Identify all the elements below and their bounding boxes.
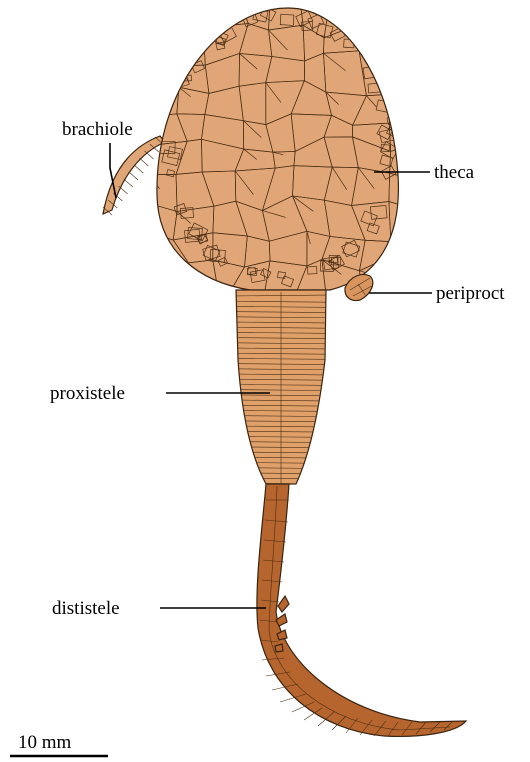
scale-bar-label: 10 mm bbox=[18, 732, 72, 753]
brachiole-label: brachiole bbox=[62, 119, 133, 140]
theca-plate bbox=[382, 26, 423, 61]
theca-plate-suture bbox=[150, 291, 159, 304]
theca-plate bbox=[150, 58, 179, 87]
scale-bar: 10 mm bbox=[10, 732, 108, 756]
theca-plate bbox=[388, 285, 418, 315]
theca-plate bbox=[391, 239, 423, 256]
proxistele-label: proxistele bbox=[50, 383, 125, 404]
theca-plate bbox=[150, 262, 189, 291]
theca-plate bbox=[393, 256, 423, 290]
theca-plate bbox=[150, 282, 177, 320]
brachiole-segment bbox=[145, 151, 154, 159]
theca-plate-suture bbox=[172, 66, 188, 81]
theca-plate bbox=[150, 29, 188, 66]
theca bbox=[150, 0, 426, 324]
proxistele bbox=[230, 290, 332, 484]
theca-plate-suture bbox=[326, 298, 348, 302]
theca-plate-suture bbox=[150, 29, 164, 47]
theca-plate-suture bbox=[396, 285, 403, 297]
brachiole-segment bbox=[134, 165, 143, 173]
periproct-label: periproct bbox=[436, 283, 505, 304]
theca-plate-suture bbox=[382, 57, 406, 74]
dististele-label: dististele bbox=[52, 598, 120, 619]
theca-plate-suture bbox=[360, 0, 379, 18]
theca-plate bbox=[390, 0, 420, 34]
theca-label: theca bbox=[434, 162, 475, 183]
theca-plate bbox=[359, 0, 391, 26]
brachiole-segment bbox=[124, 179, 133, 187]
theca-plate bbox=[382, 57, 425, 94]
theca-plate bbox=[389, 90, 424, 123]
brachiole-segment bbox=[129, 172, 138, 180]
theca-plate-suture bbox=[393, 256, 405, 270]
theca-plate-suture bbox=[330, 0, 344, 9]
brachiole-segment bbox=[139, 158, 148, 166]
dististele bbox=[257, 484, 466, 736]
theca-plate bbox=[173, 282, 219, 315]
theca-plate bbox=[359, 24, 391, 56]
theca-plate-suture bbox=[180, 0, 195, 9]
theca-plate bbox=[150, 0, 188, 38]
theca-plate-suture bbox=[150, 58, 166, 75]
theca-plate bbox=[210, 289, 239, 320]
theca-plate bbox=[180, 0, 210, 38]
